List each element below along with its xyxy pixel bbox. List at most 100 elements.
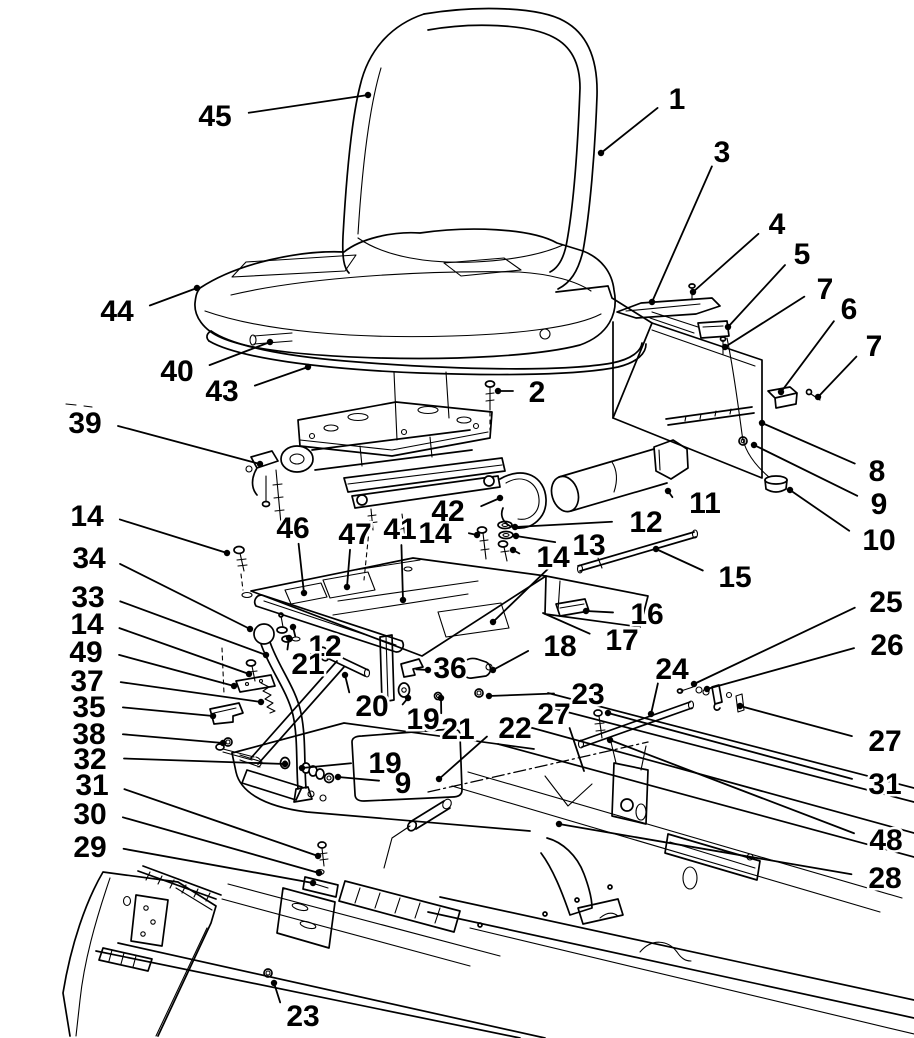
leader-dot-49 (230, 682, 238, 690)
part-label-22: 22 (498, 712, 531, 745)
leader-line-7 (817, 355, 858, 398)
part-label-14: 14 (536, 541, 570, 574)
leader-line-9 (753, 444, 859, 497)
leader-line-31 (607, 712, 853, 780)
part-label-9: 9 (871, 488, 888, 521)
part-label-14: 14 (418, 517, 452, 550)
leader-line-27 (568, 727, 585, 772)
leader-dot-47 (343, 583, 351, 591)
leader-line-29 (122, 847, 314, 884)
damper-cylinder-drawing (550, 439, 689, 513)
leader-line-12 (514, 520, 613, 528)
part-label-47: 47 (338, 518, 371, 551)
leader-line-13 (515, 535, 557, 544)
part-label-46: 46 (276, 512, 309, 545)
leader-dot-21 (437, 694, 445, 702)
leader-dot-32 (281, 760, 289, 768)
part-label-12: 12 (629, 506, 662, 539)
leader-line-18 (492, 650, 530, 671)
leader-dot-30 (315, 869, 323, 877)
part-label-16: 16 (630, 598, 663, 631)
leader-dot-23 (485, 692, 493, 700)
leader-line-19 (301, 762, 352, 769)
part-label-33: 33 (71, 581, 104, 614)
leader-line-27 (739, 705, 853, 738)
leader-line-31 (123, 788, 319, 857)
part-label-3: 3 (714, 136, 731, 169)
part-label-24: 24 (655, 653, 689, 686)
leader-line-44 (148, 287, 198, 307)
part-label-40: 40 (160, 355, 193, 388)
leader-dot-15 (652, 545, 660, 553)
part-label-43: 43 (205, 375, 238, 408)
part-label-4: 4 (769, 208, 786, 241)
part-label-9: 9 (395, 767, 412, 800)
leader-dot-31 (604, 709, 612, 717)
leader-dot-1 (597, 149, 605, 157)
part-label-21: 21 (291, 648, 324, 681)
leader-dot-43 (304, 363, 312, 371)
leader-line-28 (558, 823, 853, 876)
leader-line-5 (727, 264, 786, 328)
leader-dot-14 (509, 546, 517, 554)
part-label-29: 29 (73, 831, 106, 864)
leader-dot-7 (721, 343, 729, 351)
leader-line-41 (400, 544, 404, 601)
part-label-13: 13 (572, 529, 605, 562)
part-label-36: 36 (433, 652, 466, 685)
part-label-41: 41 (383, 513, 416, 546)
part-label-14: 14 (70, 608, 104, 641)
part-label-14: 14 (70, 500, 104, 533)
part-label-6: 6 (841, 293, 858, 326)
frame-drawing (95, 692, 914, 1038)
part-label-27: 27 (868, 725, 901, 758)
part-label-25: 25 (869, 586, 902, 619)
leader-line-42 (480, 497, 501, 508)
leader-dot-48 (606, 736, 614, 744)
leader-line-17 (542, 612, 591, 635)
leader-line-15 (655, 548, 704, 572)
leader-line-48 (609, 739, 855, 835)
leader-line-32 (123, 757, 286, 765)
leader-dot-7 (814, 393, 822, 401)
lever-assembly-drawing (209, 612, 371, 803)
leader-dot-14 (223, 549, 231, 557)
leader-dot-9 (750, 441, 758, 449)
part-label-30: 30 (73, 798, 106, 831)
console-drawing (62, 403, 273, 1037)
leader-line-6 (780, 320, 835, 393)
fastener-stacks-drawing (221, 520, 514, 695)
leader-dot-5 (724, 323, 732, 331)
part-label-49: 49 (69, 636, 102, 669)
part-label-7: 7 (866, 330, 883, 363)
part-label-34: 34 (72, 542, 106, 575)
leader-dot-22 (435, 775, 443, 783)
part-label-11: 11 (689, 487, 721, 520)
leader-line-14 (118, 518, 228, 554)
leader-dot-20 (341, 671, 349, 679)
part-label-19: 19 (368, 747, 401, 780)
part-label-1: 1 (669, 83, 686, 116)
leader-dot-14 (245, 670, 253, 678)
leader-line-35 (121, 706, 214, 717)
leader-dot-34 (246, 625, 254, 633)
leader-dot-14 (473, 531, 481, 539)
leader-line-37 (119, 681, 262, 703)
suspension-assembly-drawing (245, 371, 547, 538)
leader-dot-4 (689, 288, 697, 296)
leader-line-9 (337, 776, 380, 782)
part-label-23: 23 (286, 1000, 319, 1033)
leader-dot-28 (555, 820, 563, 828)
leader-dot-19 (404, 694, 412, 702)
leader-line-16 (585, 610, 614, 614)
seat-pan-drawing (250, 557, 547, 657)
leader-dot-31 (314, 852, 322, 860)
leader-dot-12 (511, 523, 519, 531)
leader-line-33 (119, 600, 267, 656)
part-label-45: 45 (198, 100, 231, 133)
leader-line-38 (122, 733, 224, 744)
leader-dot-10 (786, 486, 794, 494)
leader-dot-44 (193, 284, 201, 292)
leader-dot-29 (309, 879, 317, 887)
